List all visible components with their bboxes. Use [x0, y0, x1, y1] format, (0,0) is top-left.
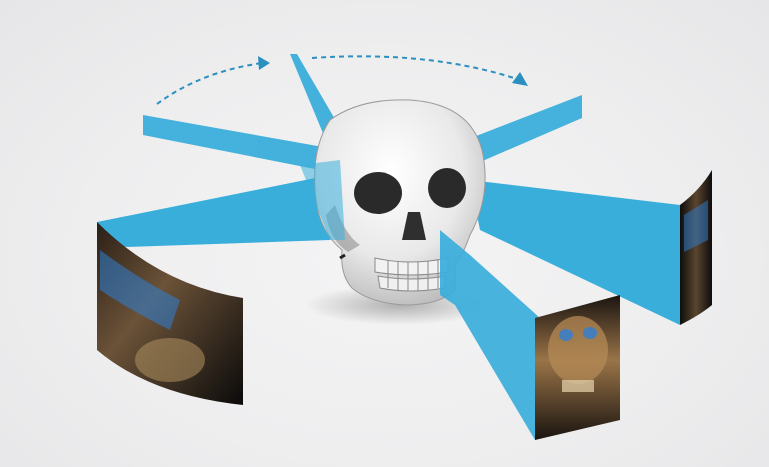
beam-upper-left [143, 115, 340, 172]
scan-front-skull-highlight [548, 316, 608, 384]
skull-eye-socket-right [428, 168, 466, 208]
scan-front-teeth [562, 380, 594, 392]
skull-eye-socket-left [354, 172, 402, 214]
arrowhead-right [512, 72, 528, 86]
arrowhead-left [258, 56, 270, 70]
scan-front-eye-right [583, 327, 597, 339]
scan-panel-left [97, 222, 243, 405]
rotation-arrow-left [157, 63, 262, 104]
beam-front [440, 230, 540, 440]
rotation-arrow-right [312, 56, 520, 80]
scan-panel-front [535, 295, 620, 440]
rotation-arrows [157, 56, 520, 104]
beam-left [97, 175, 330, 248]
scan-left-jaw-highlight [135, 338, 205, 382]
scan-front-eye-left [559, 329, 573, 341]
scan-panel-right [680, 170, 712, 325]
